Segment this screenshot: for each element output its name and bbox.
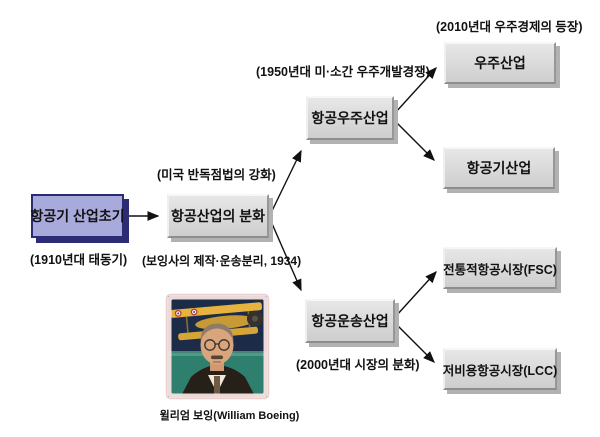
note-2010s-space-economy: (2010년대 우주경제의 등장) [436,20,583,34]
node-low-cost-carrier-market: 저비용항공시장(LCC) [443,348,557,390]
william-boeing-portrait [165,293,270,400]
node-label: 항공산업의 분화 [170,208,266,224]
note-2000s-market-division: (2000년대 시장의 분화) [296,358,420,372]
note-1910s-nascent: (1910년대 태동기) [30,253,128,267]
node-label: 항공기 산업초기 [30,208,125,224]
node-space-industry: 우주산업 [444,42,556,84]
note-1950s-space-race: (1950년대 미·소간 우주개발경쟁) [256,65,430,79]
node-aviation-industry-division: 항공산업의 분화 [167,194,269,238]
node-label: 항공운송산업 [311,313,389,329]
arrow-transport-to-fsc [395,270,437,317]
node-label: 항공기산업 [466,160,532,176]
arrow-aerospace-to-aircraft [394,120,435,161]
note-us-antitrust: (미국 반독점법의 강화) [157,168,276,182]
node-label: 전통적항공시장(FSC) [443,262,557,277]
node-full-service-carrier-market: 전통적항공시장(FSC) [443,247,557,289]
node-air-transport-industry: 항공운송산업 [305,299,395,343]
node-aircraft-industry: 항공기산업 [443,147,555,189]
arrow-division-to-aerospace [269,149,302,216]
node-label: 우주산업 [474,55,526,71]
portrait-caption: 윌리엄 보잉(William Boeing) [159,410,300,422]
node-aviation-industry-early: 항공기 산업초기 [30,194,125,238]
node-label: 항공우주산업 [311,110,389,126]
note-boeing-separation-1934: (보잉사의 제작·운송분리, 1934) [142,254,302,268]
node-aerospace-industry: 항공우주산업 [306,96,394,140]
node-label: 저비용항공시장(LCC) [442,363,558,378]
william-boeing-portrait-image [165,293,270,400]
